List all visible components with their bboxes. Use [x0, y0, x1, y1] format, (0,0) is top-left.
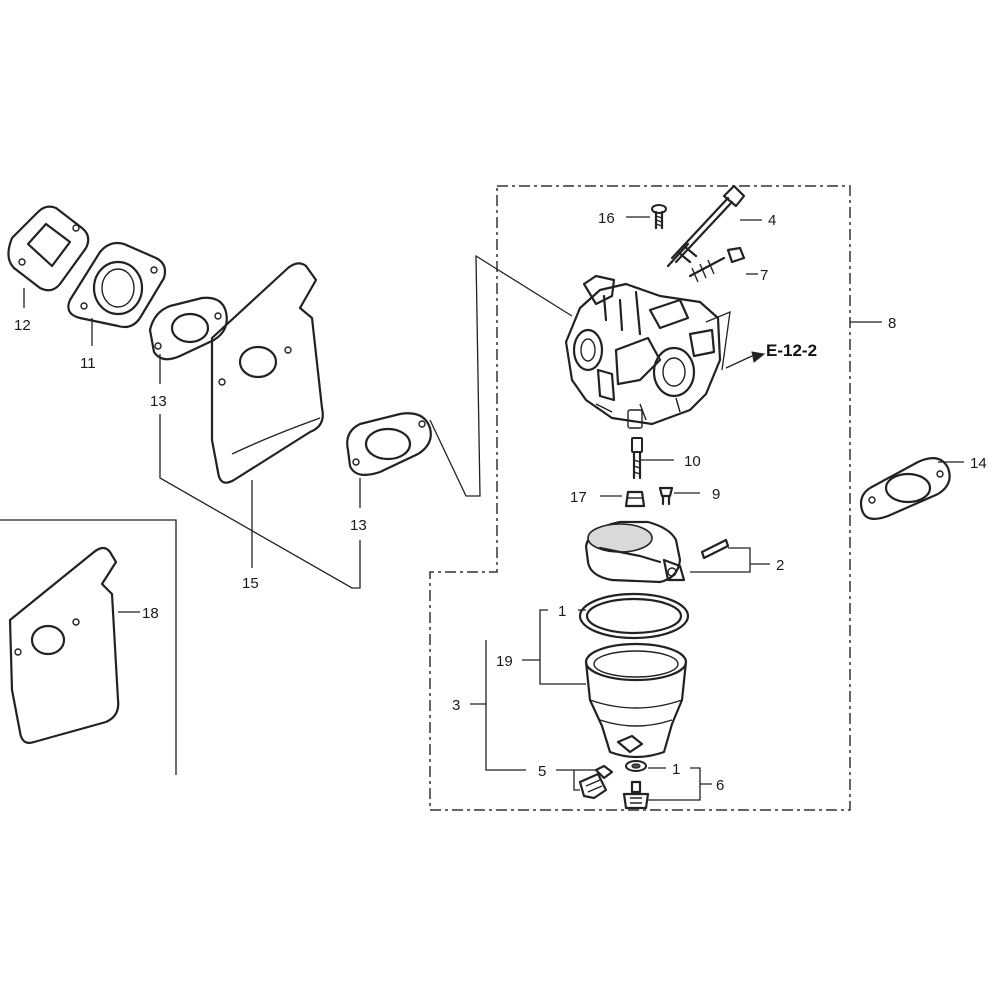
callout-15: 15 [242, 575, 259, 592]
carburetor-body [564, 274, 722, 429]
part-17-jet [624, 490, 646, 508]
callout-13-lower: 13 [350, 517, 367, 534]
callout-13-upper: 13 [150, 393, 167, 410]
part-12-gasket [7, 205, 90, 292]
assembly-boundary [429, 185, 851, 811]
callout-12: 12 [14, 317, 31, 334]
callout-14: 14 [970, 455, 987, 472]
part-7-screw-spring [688, 246, 746, 283]
leader-lines [23, 216, 964, 801]
part-9-screw [658, 486, 674, 506]
part-2-pin [700, 538, 730, 560]
callout-9: 9 [712, 486, 720, 503]
callout-2: 2 [776, 557, 784, 574]
part-2-float [584, 520, 686, 584]
callout-16: 16 [598, 210, 615, 227]
part-18-frame [0, 519, 177, 775]
part-14-gasket [859, 457, 951, 521]
callout-18: 18 [142, 605, 159, 622]
callout-17: 17 [570, 489, 587, 506]
callout-6: 6 [716, 777, 724, 794]
part-5-drain-screw [578, 764, 614, 800]
part-19-float-chamber [584, 642, 688, 759]
callout-10: 10 [684, 453, 701, 470]
part-13-gasket-lower [346, 412, 432, 477]
callout-7: 7 [760, 267, 768, 284]
callout-8: 8 [888, 315, 896, 332]
arrow-right-icon [725, 351, 766, 369]
part-18-plate [8, 546, 120, 744]
part-13-gasket-upper [148, 296, 228, 361]
part-1-ring-gasket [578, 592, 690, 640]
part-16-screw [651, 204, 667, 230]
callout-5: 5 [538, 763, 546, 780]
part-4-needle-assembly [666, 184, 746, 268]
part-11-insulator [67, 241, 167, 329]
callout-1-upper: 1 [558, 603, 566, 620]
callout-1-lower: 1 [672, 761, 680, 778]
callout-19: 19 [496, 653, 513, 670]
callout-4: 4 [768, 212, 776, 229]
part-6-bolt [622, 760, 650, 810]
callout-3: 3 [452, 697, 460, 714]
part-10-nozzle [631, 437, 643, 480]
part-15-heat-shield [210, 262, 324, 484]
reference-e-12-2: E-12-2 [766, 341, 817, 360]
callout-11: 11 [80, 355, 96, 372]
